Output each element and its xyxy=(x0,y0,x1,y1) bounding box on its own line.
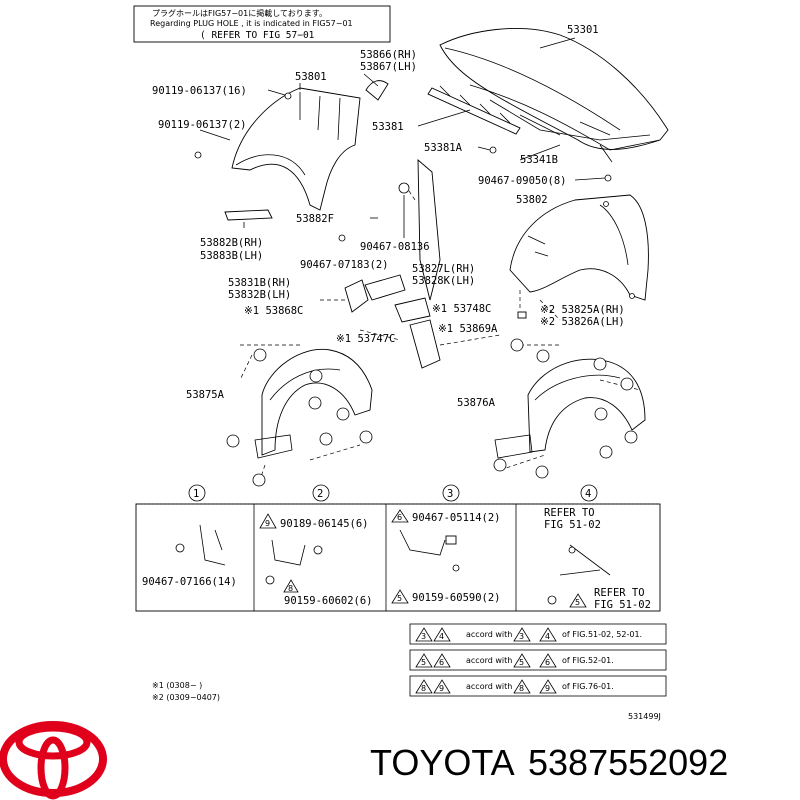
label-90467-09050: 90467-09050(8) xyxy=(478,175,567,187)
label-53868C: ※1 53868C xyxy=(244,305,303,317)
label-53301: 53301 xyxy=(567,24,599,36)
label-53341B: 53341B xyxy=(520,154,558,166)
table-col4-refer-bottom-1: REFER TO xyxy=(594,587,645,599)
table-col-1-header: 1 xyxy=(193,488,199,500)
accord-3-d: 9 xyxy=(545,684,550,693)
label-53381A: 53381A xyxy=(424,142,463,154)
table-col3-tag-top: 6 xyxy=(397,513,402,522)
accord-1-c: 3 xyxy=(519,632,524,641)
header-note: プラグホールはFIG57−01に掲載しております。 Regarding PLUG… xyxy=(133,5,391,43)
accord-3-a: 8 xyxy=(421,684,426,693)
left-fender-drawing xyxy=(194,73,389,211)
label-53869A: ※1 53869A xyxy=(438,323,498,335)
accord-1-tail: of FIG.51-02, 52-01. xyxy=(562,630,642,639)
accord-2-a: 5 xyxy=(421,658,426,667)
accord-1-a: 3 xyxy=(421,632,426,641)
table-col-2-header: 2 xyxy=(317,488,323,500)
accord-3-tail: of FIG.76-01. xyxy=(562,682,614,691)
table-col4-refer-bottom-2: FIG 51-02 xyxy=(594,599,651,611)
figure-code: 531499J xyxy=(628,712,661,721)
accord-3-b: 9 xyxy=(439,684,444,693)
left-liner-drawing xyxy=(226,344,373,487)
accord-1-b: 4 xyxy=(439,632,444,641)
table-col2-part-top: 90189-06145(6) xyxy=(280,518,369,530)
table-col4-refer-top-1: REFER TO xyxy=(544,507,595,519)
callout-labels: 53301 53866(RH) 53867(LH) 53801 90119-06… xyxy=(152,24,625,409)
hood-drawing xyxy=(439,28,669,163)
label-90119-16: 90119-06137(16) xyxy=(152,85,247,97)
label-53826A: ※2 53826A(LH) xyxy=(540,316,625,328)
label-53876A: 53876A xyxy=(457,397,496,409)
right-fender-drawing xyxy=(509,194,649,321)
label-90119-2: 90119-06137(2) xyxy=(158,119,247,131)
right-liner-drawing xyxy=(493,338,646,479)
label-53832B: 53832B(LH) xyxy=(228,289,291,301)
label-53827L: 53827L(RH) xyxy=(412,263,475,275)
header-note-line1: プラグホールはFIG57−01に掲載しております。 xyxy=(152,8,327,18)
footnote-2: ※2 (0309−0407) xyxy=(152,693,220,702)
label-53831B: 53831B(RH) xyxy=(228,277,291,289)
label-53825A: ※2 53825A(RH) xyxy=(540,304,625,316)
label-53801: 53801 xyxy=(295,71,327,83)
hood-seal-drawing xyxy=(417,85,612,182)
table-col2-tag-top: 9 xyxy=(265,519,270,528)
table-col2-tag-bottom: 8 xyxy=(288,584,293,593)
table-col2-part-bottom: 90159-60602(6) xyxy=(284,595,373,607)
header-note-line3: ( REFER TO FIG 57−01 xyxy=(200,30,315,41)
accord-1-mid: accord with xyxy=(466,630,512,639)
fender-brackets-drawing xyxy=(224,159,501,369)
table-col1-part: 90467-07166(14) xyxy=(142,576,237,588)
table-col3-part-top: 90467-05114(2) xyxy=(412,512,501,524)
table-col-4-header: 4 xyxy=(585,488,591,500)
label-53866: 53866(RH) xyxy=(360,49,417,61)
label-53828K: 53828K(LH) xyxy=(412,275,475,287)
brand-part-number: 5387552092 xyxy=(528,742,728,783)
label-53882F: 53882F xyxy=(296,213,334,225)
header-note-line2: Regarding PLUG HOLE , it is indicated in… xyxy=(150,19,353,28)
label-53748C: ※1 53748C xyxy=(432,303,491,315)
label-53883B: 53883B(LH) xyxy=(200,250,263,262)
label-90467-07183: 90467-07183(2) xyxy=(300,259,389,271)
table-col-3-header: 3 xyxy=(447,488,453,500)
label-53381: 53381 xyxy=(372,121,404,133)
accord-1-d: 4 xyxy=(545,632,550,641)
label-53747C: ※1 53747C xyxy=(336,333,395,345)
accord-3-c: 8 xyxy=(519,684,524,693)
toyota-logo xyxy=(0,721,107,800)
fastener-table: 1 2 3 4 90467-07166(14) 9 90189-06145(6)… xyxy=(135,484,661,612)
label-53867: 53867(LH) xyxy=(360,61,417,73)
table-col4-tag: 5 xyxy=(575,598,580,607)
accord-notes: 3 4 accord with 3 4 of FIG.51-02, 52-01.… xyxy=(409,623,667,697)
accord-3-mid: accord with xyxy=(466,682,512,691)
accord-2-b: 6 xyxy=(439,658,444,667)
accord-2-tail: of FIG.52-01. xyxy=(562,656,614,665)
footnotes: ※1 (0308− ) ※2 (0309−0407) 531499J xyxy=(152,681,661,721)
label-53882B: 53882B(RH) xyxy=(200,237,263,249)
accord-2-c: 5 xyxy=(519,658,524,667)
label-90467-08136: 90467-08136 xyxy=(360,241,430,253)
label-53875A: 53875A xyxy=(186,389,225,401)
table-col3-part-bottom: 90159-60590(2) xyxy=(412,592,501,604)
accord-2-d: 6 xyxy=(545,658,550,667)
accord-2-mid: accord with xyxy=(466,656,512,665)
table-col3-tag-bottom: 5 xyxy=(397,594,402,603)
table-col4-refer-top-2: FIG 51-02 xyxy=(544,519,601,531)
label-53802: 53802 xyxy=(516,194,548,206)
brand-name: TOYOTA xyxy=(370,742,515,783)
footnote-1: ※1 (0308− ) xyxy=(152,681,202,690)
